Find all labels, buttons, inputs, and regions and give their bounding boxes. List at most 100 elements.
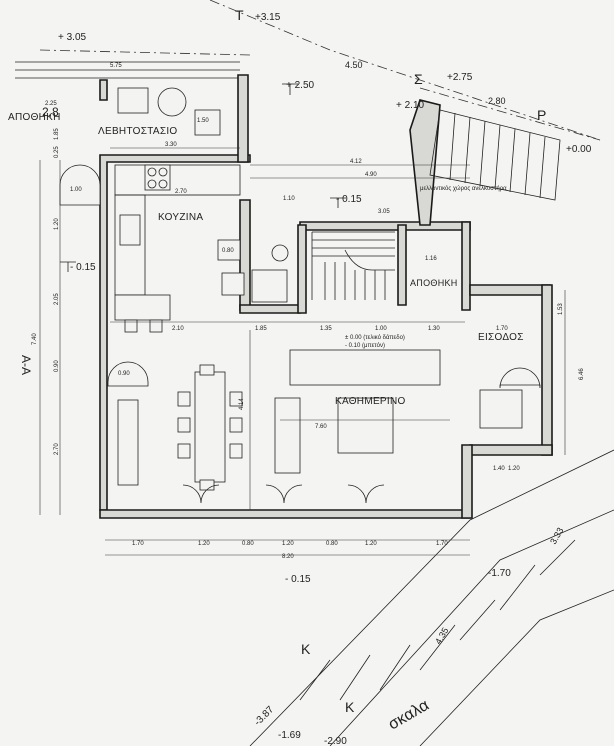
win-w080: 0.80 — [222, 248, 234, 254]
dim-575: 5.75 — [110, 63, 122, 69]
dim-b080b: 0.80 — [326, 541, 338, 547]
chair-2 — [177, 391, 191, 407]
wall-stub — [99, 79, 108, 101]
dim-b120c: 1.20 — [365, 541, 377, 547]
burner-4-icon — [158, 179, 168, 189]
burner-2-icon — [158, 167, 168, 177]
ext-stair-line-3 — [419, 589, 614, 746]
boiler-appliance — [117, 87, 149, 114]
coffee-table — [337, 397, 394, 454]
dim-412: 4.12 — [350, 159, 362, 165]
win-w116: 1.16 — [425, 256, 437, 262]
point-K1: K — [301, 641, 311, 657]
level-p000: +0.00 — [566, 144, 592, 155]
dim-v185: 1.85 — [54, 128, 60, 140]
dim-820: 8.20 — [282, 554, 294, 560]
dim-s140: 1.40 — [493, 466, 505, 472]
wall-entrance-south — [469, 444, 553, 456]
dim-v740: 7.40 — [32, 333, 38, 345]
wall-south — [99, 509, 471, 519]
door-swing-1 — [182, 484, 220, 504]
level-250: + 2.50 — [286, 80, 315, 91]
dim-b120b: 1.20 — [282, 541, 294, 547]
wall-entrance-north — [469, 284, 551, 296]
level-sigma: +2.75 — [447, 72, 473, 83]
level-015-left: - 0.15 — [70, 262, 96, 273]
dim-170: 1.70 — [496, 326, 508, 332]
window-marker-living — [107, 361, 149, 387]
room-label-kitchen: ΚΟΥΖΙΝΑ — [158, 212, 203, 223]
ext-stair-top — [429, 109, 561, 201]
level-stairs-170: -1.70 — [488, 568, 511, 579]
level-line-top — [39, 49, 251, 56]
wall-entrance-east — [541, 284, 553, 456]
stair-treads-bottom — [324, 262, 386, 300]
dim-135: 1.35 — [320, 326, 332, 332]
ext-stair-line-1 — [249, 449, 614, 746]
wall-wc-south — [239, 304, 301, 314]
point-sigma: Σ — [414, 71, 423, 87]
wc-toilet — [271, 244, 289, 262]
room-label-living: ΚΑΘΗΜΕΡΙΝΟ — [335, 396, 406, 407]
window-marker-kitchen — [59, 164, 101, 206]
entrance-bench — [479, 389, 523, 429]
window-marker-entrance — [499, 367, 541, 389]
level-015-top: - 0.15 — [336, 194, 362, 205]
wc-basin — [221, 272, 245, 296]
dim-280: 2.80 — [488, 96, 506, 106]
ext-stair-treads — [449, 112, 546, 199]
level-top-left: + 3.05 — [58, 32, 87, 43]
sofa — [289, 349, 441, 386]
chair-4 — [177, 443, 191, 459]
dim-v270: 2.70 — [54, 443, 60, 455]
ext-stair-treads-lower — [299, 539, 576, 701]
dim-v205: 2.05 — [54, 293, 60, 305]
note-section-left: Α-Α — [19, 355, 33, 375]
point-P: P — [537, 107, 546, 123]
wall-storage-west — [397, 224, 407, 306]
level-marker-250 — [282, 83, 298, 95]
kitchen-sink — [119, 214, 141, 246]
dim-s153: 1.53 — [558, 303, 564, 315]
room-label-storage-small: ΑΠΟΘΗΚΗ — [410, 278, 458, 288]
boiler-tank — [157, 87, 187, 117]
dim-s646: 6.46 — [579, 368, 585, 380]
chair-1 — [199, 364, 215, 376]
room-label-boiler: ΛΕΒΗΤΟΣΤΑΣΙΟ — [98, 126, 178, 137]
dim-b170: 1.70 — [132, 541, 144, 547]
wall-living-east — [461, 444, 473, 519]
dim-450: 4.50 — [345, 60, 363, 70]
dim-210: 2.10 — [172, 326, 184, 332]
dim-760: 7.60 — [315, 424, 327, 430]
dim-305: 3.05 — [378, 209, 390, 215]
dining-table — [194, 371, 226, 483]
wall-boiler-east — [237, 74, 249, 163]
dim-b120: 1.20 — [198, 541, 210, 547]
chair-6 — [229, 417, 243, 433]
dim-414: 4.14 — [239, 398, 245, 410]
dim-130: 1.30 — [428, 326, 440, 332]
door-swing-3 — [347, 484, 385, 504]
dim-b170b: 1.70 — [436, 541, 448, 547]
level-marker-015-left — [60, 261, 76, 272]
level-floor-concrete: - 0.10 (μπετόν) — [345, 342, 385, 349]
dim-330: 3.30 — [165, 142, 177, 148]
chair-3 — [177, 417, 191, 433]
stool-1 — [124, 319, 138, 333]
chair-7 — [229, 443, 243, 459]
dim-270: 2.70 — [175, 189, 187, 195]
dim-185: 1.85 — [255, 326, 267, 332]
dim-225: 2.25 — [45, 101, 57, 107]
level-stairs-169: -1.69 — [278, 730, 301, 741]
dim-490: 4.90 — [365, 172, 377, 178]
burner-3-icon — [147, 179, 157, 189]
room-label-storage-left: ΑΠΟΘΗΚΗ — [8, 112, 61, 123]
room-label-entrance: ΕΙΣΟΔΟΣ — [478, 332, 524, 343]
kitchen-island — [114, 294, 171, 321]
level-stairs-290: -2.90 — [324, 736, 347, 746]
win-w110: 1.10 — [283, 196, 295, 202]
window-marker-wc — [217, 239, 241, 261]
point-T: T — [235, 7, 244, 23]
wc-shower — [251, 269, 288, 303]
